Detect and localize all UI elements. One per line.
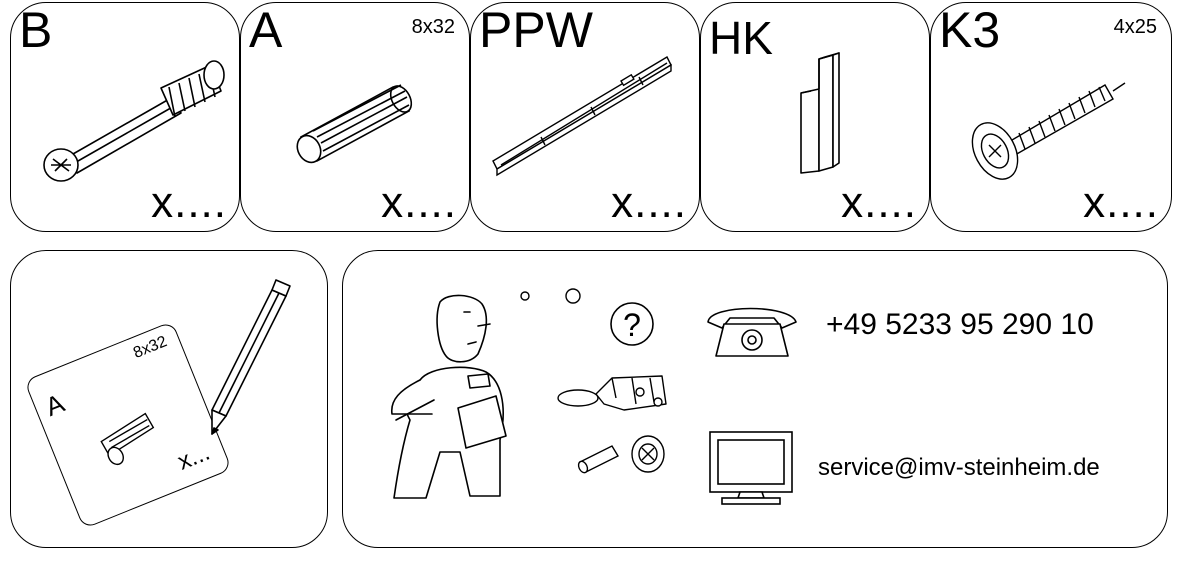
wooden-dowel-icon — [100, 412, 155, 466]
cam-bolt-icon — [43, 60, 225, 182]
service-email-address[interactable]: service@imv-steinheim.de — [818, 454, 1100, 481]
service-contact-panel — [342, 250, 1168, 548]
drawer-runner-icon — [492, 56, 672, 177]
part-quantity: x.... — [611, 178, 687, 227]
part-panel-b: B x.... — [10, 2, 240, 232]
wood-screw-icon — [971, 82, 1126, 180]
count-card: A 8x32 x... — [23, 320, 233, 530]
part-panel-hk: HK x.... — [700, 2, 930, 232]
part-code: HK — [709, 12, 773, 64]
part-quantity: x.... — [1083, 178, 1159, 227]
part-code: A — [249, 2, 283, 58]
part-panel-ppw: PPW x.... — [470, 2, 700, 232]
wooden-dowel-icon — [296, 84, 413, 164]
part-quantity: x.... — [151, 178, 227, 227]
part-size: 8x32 — [411, 16, 455, 38]
part-code: B — [19, 2, 53, 58]
part-code: K3 — [939, 2, 1001, 58]
service-phone-number[interactable]: +49 5233 95 290 10 — [826, 308, 1094, 341]
part-panel-k3: K3 4x25 x.... — [930, 2, 1172, 232]
part-quantity: x.... — [381, 178, 457, 227]
hook-bracket-icon — [800, 52, 840, 174]
part-panel-a: A 8x32 x.... — [240, 2, 470, 232]
part-size: 4x25 — [1113, 16, 1157, 38]
part-code: PPW — [479, 2, 593, 58]
part-quantity: x.... — [841, 178, 917, 227]
